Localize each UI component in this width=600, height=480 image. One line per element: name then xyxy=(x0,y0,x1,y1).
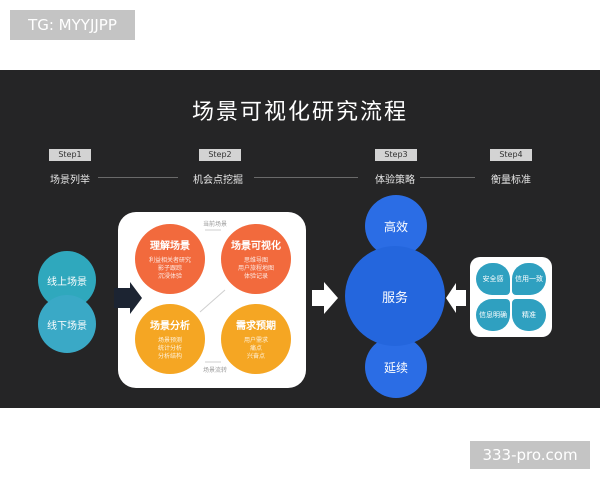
quadrant-analysis-title: 场景分析 xyxy=(150,321,190,332)
watermark-top-left: TG: MYYJJPP xyxy=(10,10,135,40)
quadrant-visualize-sub2: 用户旅程地图 xyxy=(237,265,274,272)
quadrant-visualize-title: 场景可视化 xyxy=(231,241,281,252)
quadrant-visualize-sub3: 体验记录 xyxy=(243,273,268,280)
arrow-step1-to-step2 xyxy=(114,282,142,314)
step-connector xyxy=(98,177,178,178)
petal-precision: 精准 xyxy=(512,299,546,331)
quadrant-analysis: 场景分析 场景预测 统计分析 分析结构 xyxy=(135,304,205,374)
step1-offline-label: 线下场景 xyxy=(47,320,87,332)
step3-circle-service: 服务 xyxy=(345,246,445,346)
step1-online-label: 线上场景 xyxy=(47,276,87,288)
quadrant-understand-title: 理解场景 xyxy=(150,241,190,252)
step1-label: 场景列举 xyxy=(50,175,90,186)
inner-arrow-diagonal xyxy=(199,289,226,313)
quadrant-demand-sub1: 用户需求 xyxy=(243,337,268,344)
petal-clarity: 信息明确 xyxy=(476,299,510,331)
quadrant-visualize: 场景可视化 思维导图 用户旅程地图 体验记录 xyxy=(221,224,291,294)
quadrant-demand-title: 需求预期 xyxy=(236,321,276,332)
quadrant-analysis-sub3: 分析结构 xyxy=(157,353,182,360)
step2-top-label: 当前场景 xyxy=(202,221,227,228)
step4-badge: Step4 xyxy=(490,149,532,161)
petal-consistency: 信用一致 xyxy=(512,263,546,295)
step1-badge: Step1 xyxy=(49,149,91,161)
quadrant-understand-sub3: 沉浸体验 xyxy=(157,273,182,280)
step2-bottom-label: 场景流转 xyxy=(202,367,227,374)
step3-service-label: 服务 xyxy=(381,290,408,306)
quadrant-demand-sub2: 痛点 xyxy=(249,345,262,352)
arrow-step2-to-step3 xyxy=(312,282,338,314)
quadrant-analysis-sub2: 统计分析 xyxy=(157,345,182,352)
step3-label: 体验策略 xyxy=(375,175,415,186)
step-connector xyxy=(254,177,358,178)
step3-badge: Step3 xyxy=(375,149,417,161)
arrow-step4-to-step3 xyxy=(446,283,466,313)
petal-clarity-label: 信息明确 xyxy=(479,311,507,319)
step2-label: 机会点挖掘 xyxy=(193,175,243,186)
quadrant-understand: 理解场景 利益相关者研究 影子跟踪 沉浸体验 xyxy=(135,224,205,294)
watermark-bottom-right: 333-pro.com xyxy=(470,441,590,469)
quadrant-demand: 需求预期 用户需求 痛点 兴奋点 xyxy=(221,304,291,374)
step2-badge: Step2 xyxy=(199,149,241,161)
diagram-title: 场景可视化研究流程 xyxy=(191,100,408,125)
step-connector xyxy=(420,177,475,178)
petal-security: 安全感 xyxy=(476,263,510,295)
petal-security-label: 安全感 xyxy=(482,275,504,283)
quadrant-understand-sub2: 影子跟踪 xyxy=(157,265,182,272)
step4-label: 衡量标准 xyxy=(491,175,531,186)
step3-efficient-label: 高效 xyxy=(383,219,408,234)
quadrant-analysis-sub1: 场景预测 xyxy=(157,337,182,344)
step3-circle-continue: 延续 xyxy=(365,336,427,398)
petal-precision-label: 精准 xyxy=(522,311,536,319)
quadrant-understand-sub1: 利益相关者研究 xyxy=(148,257,191,264)
step3-continue-label: 延续 xyxy=(383,360,408,375)
petal-consistency-label: 信用一致 xyxy=(515,275,543,283)
quadrant-visualize-sub1: 思维导图 xyxy=(243,257,268,264)
quadrant-demand-sub3: 兴奋点 xyxy=(246,353,265,360)
step1-circle-offline: 线下场景 xyxy=(38,295,96,353)
